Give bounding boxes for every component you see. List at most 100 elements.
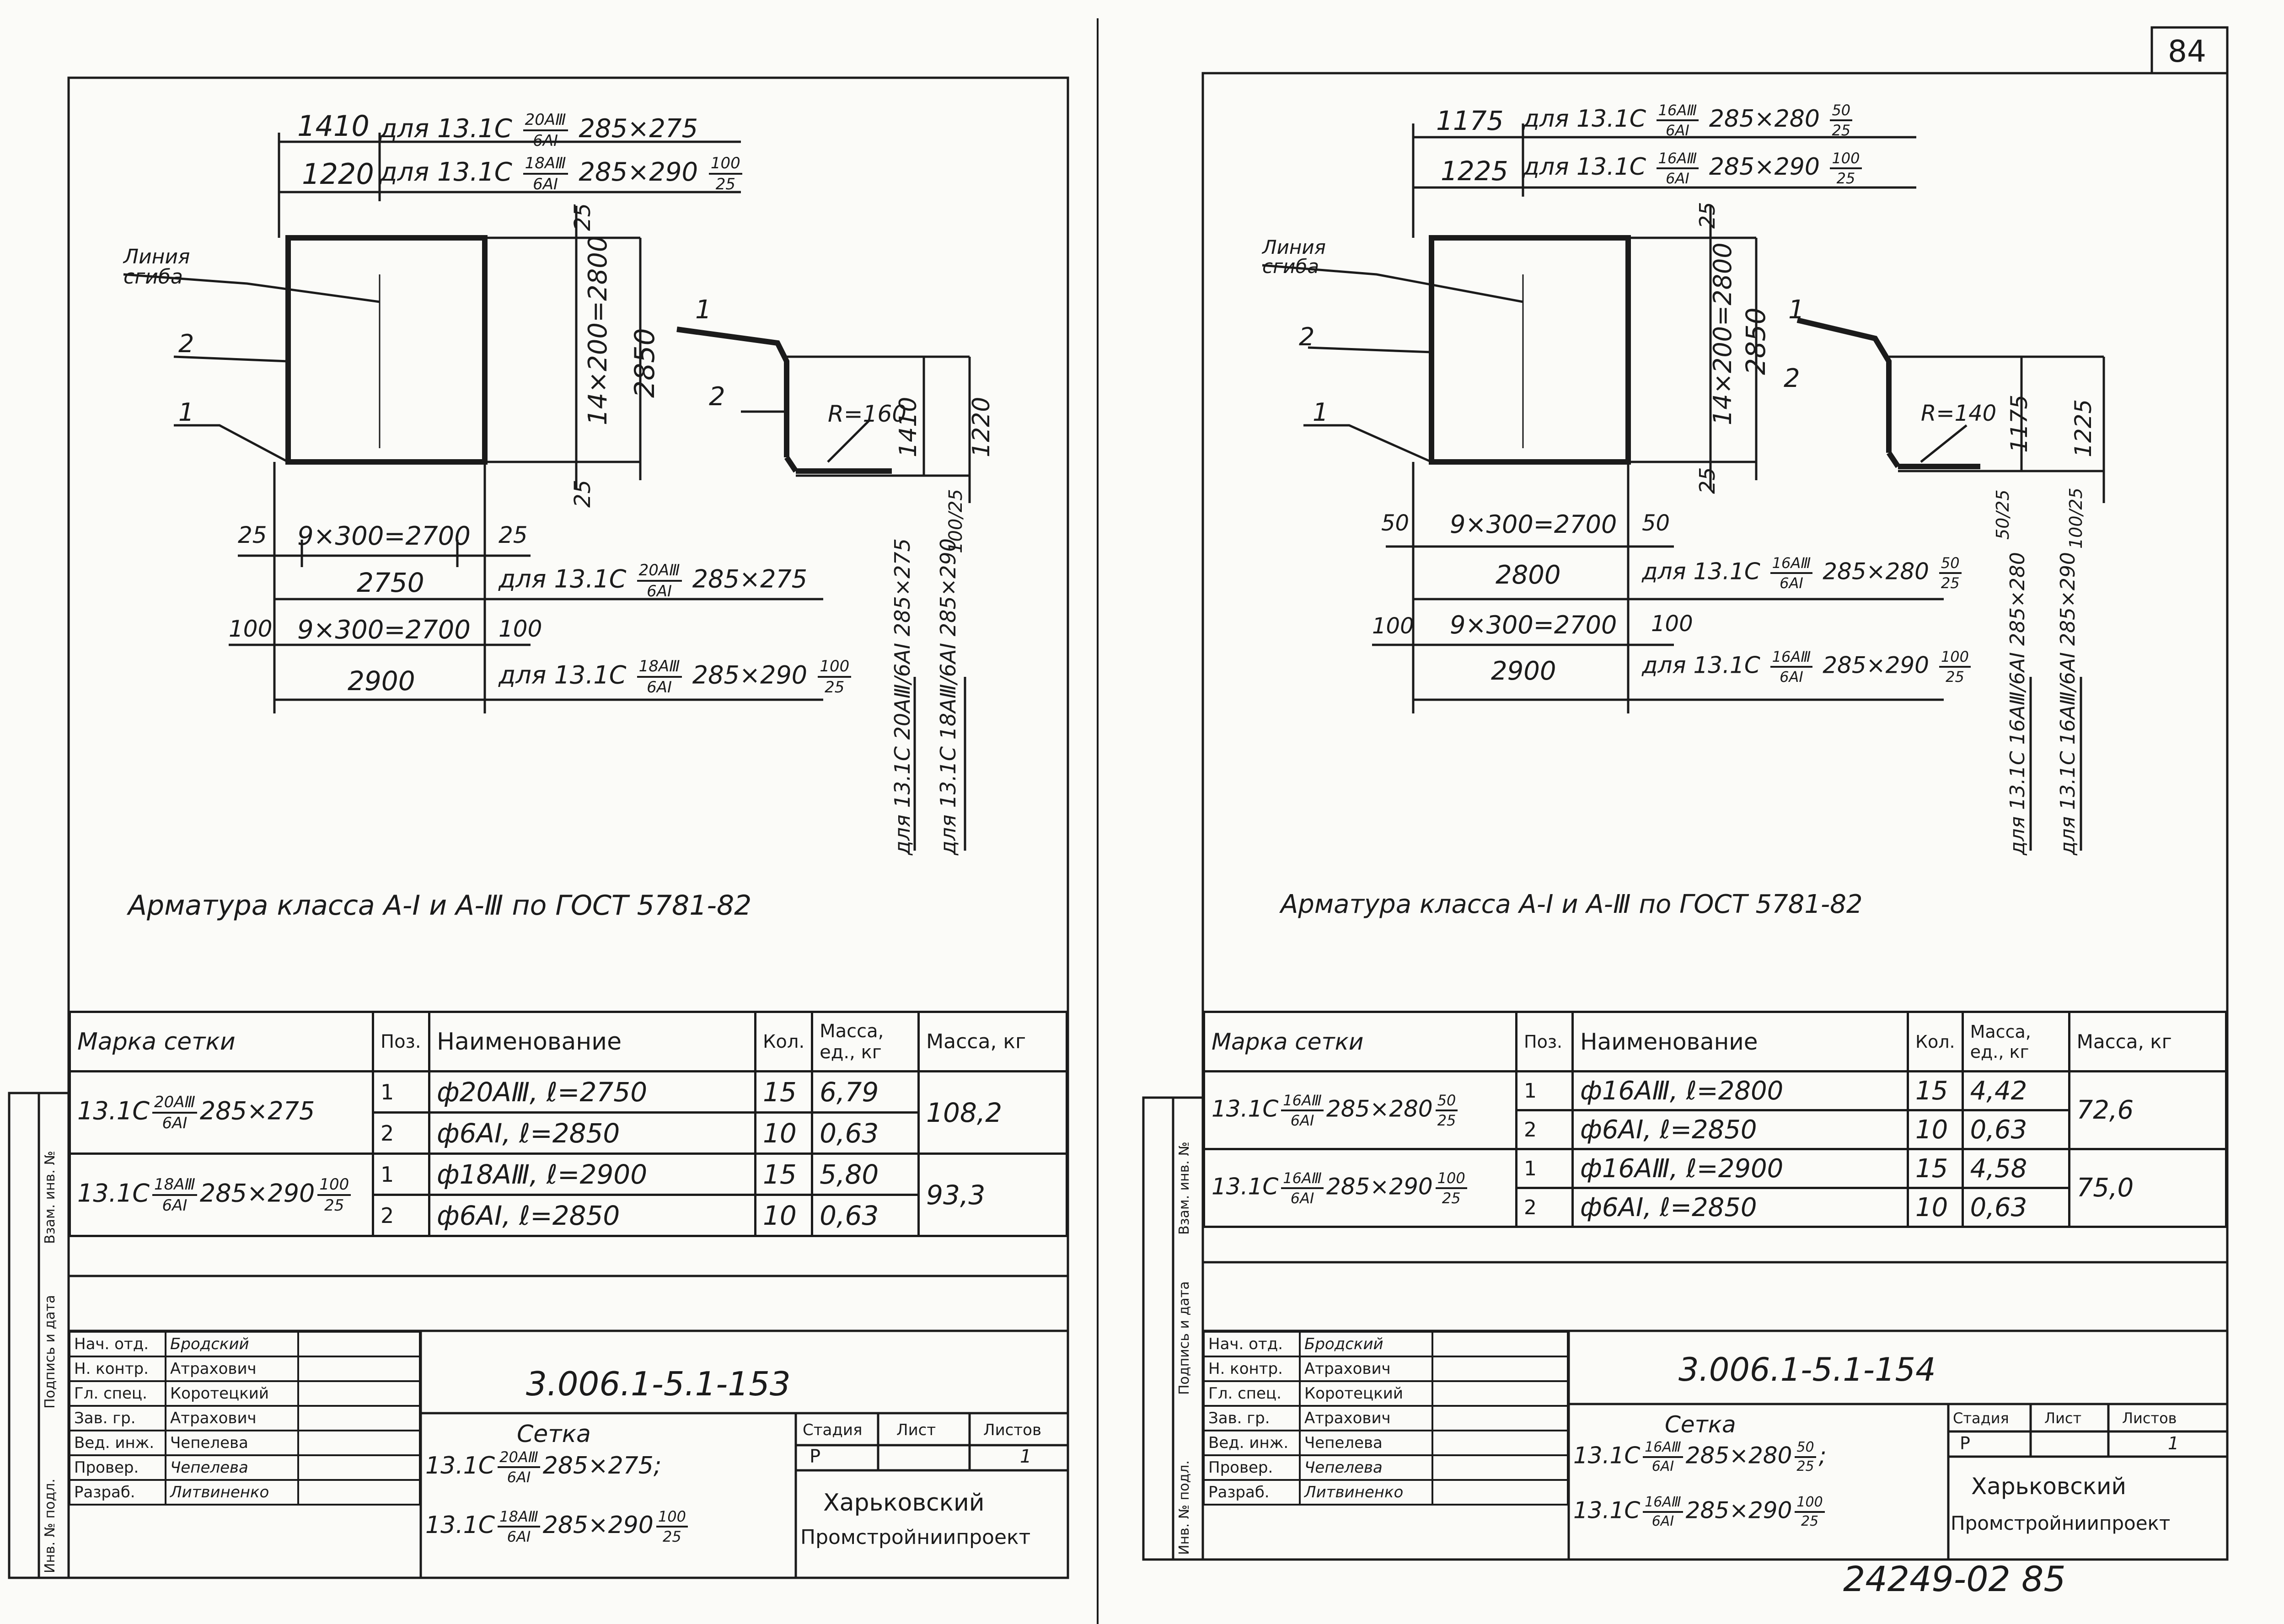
frac-den: 6АI <box>507 1528 531 1545</box>
frac-num: 100 <box>1795 1495 1825 1513</box>
frac-den: 25 <box>1437 1111 1456 1129</box>
dim-top1: 1410 <box>297 109 370 143</box>
row-unit: 0,63 <box>1961 1109 2070 1150</box>
frac-den: 6АI <box>1666 170 1689 187</box>
org-name-1: Харьковский <box>823 1489 985 1517</box>
spec-table-header: Марка сетки Поз. Наименование Кол. Масса… <box>69 1011 1068 1072</box>
bent-pos-1: 1 <box>1788 295 1805 325</box>
row2-text: для 13.1С <box>1642 558 1760 585</box>
pos-1-label: 1 <box>178 398 194 427</box>
row-name: ф6АI, ℓ=2850 <box>428 1111 756 1155</box>
col-total-mass: Масса, кг <box>2068 1011 2228 1072</box>
stamp-role: Вед. инж. <box>1203 1430 1301 1456</box>
frac-num: 16АⅢ <box>1656 103 1699 121</box>
frac-den: 6АI <box>1651 1513 1674 1529</box>
row-qty: 15 <box>1907 1070 1964 1111</box>
row-qty: 10 <box>754 1194 814 1237</box>
col-qty: Кол. <box>754 1011 814 1072</box>
dim-top2-text: для 13.1С <box>380 157 512 188</box>
stamp-signature <box>297 1356 421 1382</box>
row-name: ф6АI, ℓ=2850 <box>1571 1187 1909 1228</box>
stamp-name: Атрахович <box>165 1405 299 1431</box>
frac-num: 16АⅢ <box>1643 1495 1683 1513</box>
row3-left: 100 <box>229 616 273 642</box>
pos-1-label: 1 <box>1313 398 1329 427</box>
frac-den: 6АI <box>533 132 558 150</box>
row-pos: 1 <box>1515 1070 1574 1111</box>
stamp-role: Разраб. <box>1203 1479 1301 1506</box>
stamp-roles: Нач. отд.Бродский Н. контр.Атрахович Гл.… <box>69 1331 421 1506</box>
frac-num: 16АⅢ <box>1656 151 1699 169</box>
stamp-name: Чепелева <box>165 1430 299 1456</box>
stamp-row: Зав. гр.Атрахович <box>69 1405 421 1431</box>
stamp-name: Бродский <box>165 1331 299 1357</box>
row-name: ф6АI, ℓ=2850 <box>1571 1109 1909 1150</box>
spec-table-header: Марка сетки Поз. Наименование Кол. Масса… <box>1203 1011 2228 1072</box>
col-mark: Марка сетки <box>1203 1011 1517 1072</box>
stamp-name: Чепелева <box>1299 1454 1433 1481</box>
sheets-value: 1 <box>2168 1433 2179 1453</box>
frac-num: 18АⅢ <box>523 155 568 175</box>
stamp-row: Провер.Чепелева <box>69 1454 421 1481</box>
col-name: Наименование <box>1571 1011 1909 1072</box>
row3-right: 100 <box>1651 611 1693 637</box>
frac-den: 25 <box>1801 1513 1819 1529</box>
frac-num: 20АⅢ <box>637 563 682 582</box>
frac-num: 100 <box>708 155 742 175</box>
dim-top1-size: 285×275 <box>579 114 698 144</box>
sheets-value: 1 <box>1020 1446 1032 1467</box>
mark-pre: 13.1С <box>1212 1173 1279 1200</box>
stamp-name: Бродский <box>1299 1331 1433 1357</box>
stamp-row: Зав. гр.Атрахович <box>1203 1405 1569 1431</box>
radius-label: R=140 <box>1921 401 1997 426</box>
frac-num: 100 <box>1939 649 1971 668</box>
stamp-row: Гл. спец.Коротецкий <box>1203 1380 1569 1407</box>
frac-num: 50 <box>1435 1093 1458 1111</box>
frac-den: 6АI <box>647 582 672 600</box>
stamp-name: Литвиненко <box>1299 1479 1433 1506</box>
stamp-row: Гл. спец.Коротецкий <box>69 1380 421 1407</box>
frac-num: 18АⅢ <box>637 659 682 678</box>
row4-total: 2900 <box>1491 656 1556 686</box>
stamp-signature <box>1432 1479 1569 1506</box>
mark-size: 285×280 <box>1685 1442 1792 1469</box>
frac-num: 20АⅢ <box>523 112 568 131</box>
col-pos: Поз. <box>1515 1011 1574 1072</box>
row-qty: 15 <box>754 1152 814 1196</box>
table-row: 2 ф6АI, ℓ=2850 10 0,63 <box>70 1111 1067 1155</box>
stamp-signature <box>1432 1430 1569 1456</box>
table-row: 2 ф6АI, ℓ=2850 10 0,63 <box>1204 1109 2226 1150</box>
mark-pre: 13.1С <box>77 1179 150 1208</box>
row-pos: 2 <box>1515 1187 1574 1228</box>
stamp-name: Чепелева <box>165 1454 299 1481</box>
row1-mid: 9×300=2700 <box>1450 510 1617 539</box>
frac-num: 100 <box>1435 1171 1467 1189</box>
frac-den: 25 <box>1836 170 1855 187</box>
row2-total: 2750 <box>357 567 424 598</box>
stamp-name: Коротецкий <box>1299 1380 1433 1407</box>
side-label-sign: Подпись и дата <box>42 1295 58 1409</box>
stamp-signature <box>297 1454 421 1481</box>
frac-den: 6АI <box>162 1196 188 1215</box>
stamp-role: Гл. спец. <box>1203 1380 1301 1407</box>
stamp-row: Вед. инж.Чепелева <box>1203 1430 1569 1456</box>
row-qty: 15 <box>754 1070 814 1114</box>
frac-den: 25 <box>663 1528 681 1545</box>
col-name: Наименование <box>428 1011 756 1072</box>
row2-total: 2800 <box>1496 560 1561 590</box>
